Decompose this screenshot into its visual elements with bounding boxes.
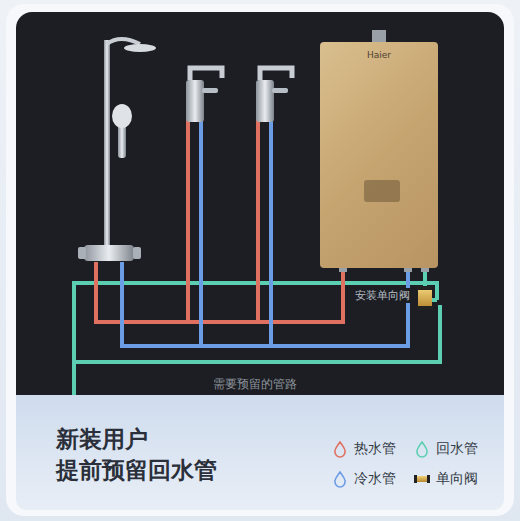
faucet <box>256 68 292 122</box>
hot-pipe <box>186 118 190 322</box>
outer-frame <box>6 4 514 516</box>
water-heater: Haier <box>320 42 438 268</box>
hot-pipe <box>256 118 260 322</box>
legend-swatch <box>330 470 350 488</box>
cold-pipe <box>199 118 203 346</box>
faucet <box>186 68 222 122</box>
legend-item: 回水管 <box>412 440 478 458</box>
cold-pipe <box>122 262 408 346</box>
legend-item: 冷水管 <box>330 470 396 488</box>
legend-swatch <box>412 440 432 458</box>
brand-logo: Haier <box>320 50 438 60</box>
display-panel <box>364 180 400 202</box>
legend-text: 热水管 <box>354 440 396 458</box>
annotation: 安装单向阀 <box>352 288 413 303</box>
cold-pipe <box>269 118 273 346</box>
return-pipe <box>74 283 437 395</box>
dark-panel <box>16 12 504 432</box>
hot-pipe <box>96 262 343 322</box>
shower-set <box>78 39 156 261</box>
check-valve-icon <box>412 470 432 488</box>
annotation: 需要预留的管路 <box>210 376 300 393</box>
legend-item: 热水管 <box>330 440 396 458</box>
bottom-band <box>16 395 504 510</box>
legend-text: 冷水管 <box>354 470 396 488</box>
legend-text: 回水管 <box>436 440 478 458</box>
legend-swatch <box>330 440 350 458</box>
legend-text: 单向阀 <box>436 470 478 488</box>
legend-item: 单向阀 <box>412 470 478 488</box>
check-valve <box>417 286 433 310</box>
title: 新装用户 提前预留回水管 <box>56 424 246 486</box>
